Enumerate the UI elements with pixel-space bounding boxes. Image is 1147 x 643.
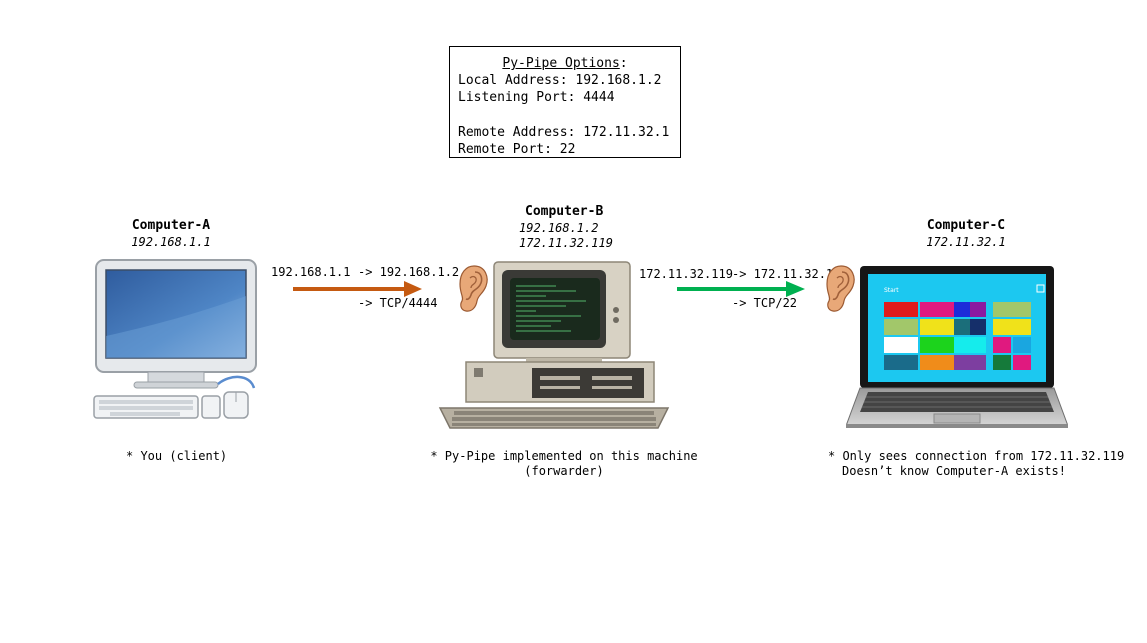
computer-b-note-line-1: * Py-Pipe implemented on this machine xyxy=(430,449,698,463)
computer-b-name: Computer-B xyxy=(525,204,604,219)
link-bc-protocol: -> TCP/22 xyxy=(732,296,798,310)
link-bc-dest-ip: -> 172.11.32.1 xyxy=(732,267,834,281)
computer-b-ip-1: 192.168.1.2 xyxy=(519,221,599,235)
computer-c-ip: 172.11.32.1 xyxy=(926,235,1006,249)
options-title: Py-Pipe Options: xyxy=(502,56,628,71)
remote-address-line: Remote Address: 172.11.32.1 xyxy=(458,124,670,140)
computer-c-note-line-2: Doesn’t know Computer-A exists! xyxy=(842,464,1066,478)
laptop-icon: Start xyxy=(846,266,1068,428)
computer-c-note-line-1: * Only sees connection from 172.11.32.11… xyxy=(828,449,1125,463)
link-ab-dest-ip: -> 192.168.1.2 xyxy=(358,265,460,279)
ear-icon xyxy=(826,265,855,312)
py-pipe-options-box: Py-Pipe Options: Local Address: 192.168.… xyxy=(449,46,681,158)
laptop-screen-start-text: Start xyxy=(884,287,899,294)
computer-b-note-line-2: (forwarder) xyxy=(524,464,604,478)
computer-a-name: Computer-A xyxy=(131,218,211,233)
retro-pc-icon xyxy=(438,261,670,429)
listening-port-line: Listening Port: 4444 xyxy=(458,90,615,106)
link-ab-protocol: -> TCP/4444 xyxy=(358,296,438,310)
arrow-ab xyxy=(293,281,422,297)
computer-b-ip-2: 172.11.32.119 xyxy=(519,236,613,250)
ear-icon xyxy=(459,265,488,312)
remote-port-line: Remote Port: 22 xyxy=(458,141,576,157)
computer-a-ip: 192.168.1.1 xyxy=(131,235,211,249)
desktop-computer-icon xyxy=(93,259,257,419)
link-bc-source-ip: 172.11.32.119 xyxy=(639,267,733,281)
computer-c-name: Computer-C xyxy=(926,218,1006,233)
arrow-bc xyxy=(677,281,805,297)
computer-a-note: * You (client) xyxy=(126,449,228,463)
link-ab-source-ip: 192.168.1.1 xyxy=(271,265,351,279)
local-address-line: Local Address: 192.168.1.2 xyxy=(458,73,662,89)
